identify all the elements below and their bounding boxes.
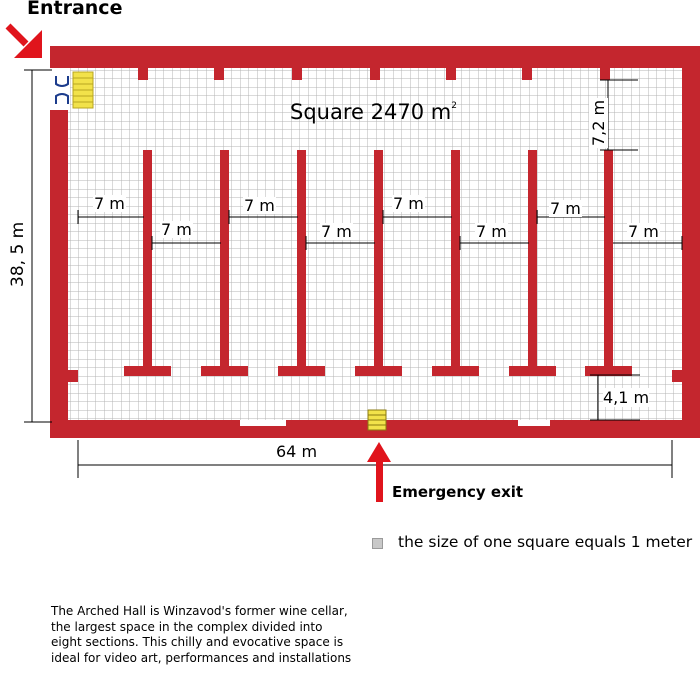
- area-superscript: 2: [451, 101, 457, 111]
- area-text: Square 2470 m: [290, 100, 452, 124]
- section-dimension-7: 7 m: [549, 199, 582, 218]
- top-gap-dimension: [600, 79, 638, 151]
- section-dividers: [124, 150, 632, 376]
- height-dimension: [24, 69, 52, 423]
- top-wall-piers: [138, 68, 610, 80]
- bottom-gap-dimension-label: 4,1 m: [603, 388, 650, 407]
- section-dimension-3: 7 m: [243, 196, 276, 215]
- red-arrow-icon: [5, 23, 42, 58]
- width-dimension-label: 64 m: [276, 442, 318, 461]
- grid-square-icon: [372, 538, 383, 549]
- emergency-exit-label: Emergency exit: [392, 483, 524, 501]
- section-dimension-5: 7 m: [392, 194, 425, 213]
- width-dimension: [77, 440, 673, 478]
- top-gap-dimension-label: 7,2 m: [589, 97, 608, 148]
- stairs-icon: [72, 71, 94, 109]
- hall-description: The Arched Hall is Winzavod's former win…: [51, 604, 352, 665]
- section-dimension-1: 7 m: [93, 194, 126, 213]
- bottom-gap-dimension: [590, 374, 640, 421]
- bottom-openings: [240, 420, 550, 426]
- side-piers: [68, 370, 682, 382]
- red-arrow-icon: [367, 442, 391, 502]
- door-arch-icon: [55, 76, 69, 104]
- legend-text: the size of one square equals 1 meter: [398, 533, 693, 551]
- section-dimension-2: 7 m: [160, 220, 193, 239]
- height-dimension-label: 38, 5 m: [8, 221, 28, 287]
- emergency-stairs-icon: [367, 409, 387, 431]
- entrance-label: Entrance: [27, 0, 123, 19]
- section-dimension-lines: [77, 210, 683, 250]
- section-dimension-4: 7 m: [320, 222, 353, 241]
- area-label: Square 2470 m2: [290, 100, 457, 124]
- section-dimension-6: 7 m: [475, 222, 508, 241]
- section-dimension-8: 7 m: [627, 222, 660, 241]
